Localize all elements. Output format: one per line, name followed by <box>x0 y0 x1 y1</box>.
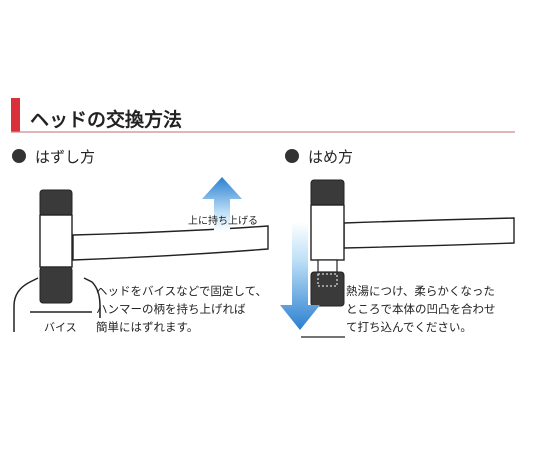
lift-arrow-label: 上に持ち上げる <box>188 214 258 227</box>
head-top-cap <box>310 179 345 207</box>
head-body <box>39 214 73 268</box>
fitting-heading: はめ方 <box>308 148 353 166</box>
fitting-line-2: ところで本体の凹凸を合わせ <box>346 302 496 316</box>
fitting-line-1: 熱湯につけ、柔らかくなった <box>346 284 495 298</box>
bullet-icon <box>285 149 299 163</box>
cap-socket <box>317 273 338 287</box>
head-bottom-cap-detached <box>310 271 345 307</box>
bullet-icon <box>12 149 26 163</box>
removal-line-2: ハンマーの柄を持ち上げれば <box>96 302 246 316</box>
head-body <box>310 204 345 261</box>
vise-outline-right <box>83 277 101 318</box>
removal-line-1: ヘッドをバイスなどで固定して、 <box>96 284 267 298</box>
header-accent-bar <box>11 98 20 132</box>
vise-outline <box>13 277 39 332</box>
removal-line-3: 簡単にはずれます。 <box>96 320 198 334</box>
vise-label: バイス <box>44 321 77 334</box>
handle-tenon <box>317 259 338 273</box>
removal-heading: はずし方 <box>35 148 95 166</box>
lift-arrow-up <box>202 177 242 232</box>
hammer-handle <box>72 225 269 261</box>
page-title: ヘッドの交換方法 <box>30 108 182 131</box>
hammer-handle <box>343 217 515 249</box>
head-bottom-cap <box>39 266 73 304</box>
head-top-cap <box>39 189 73 217</box>
fitting-line-3: て打ち込んでください。 <box>346 320 472 334</box>
press-arrow-down <box>280 222 320 330</box>
